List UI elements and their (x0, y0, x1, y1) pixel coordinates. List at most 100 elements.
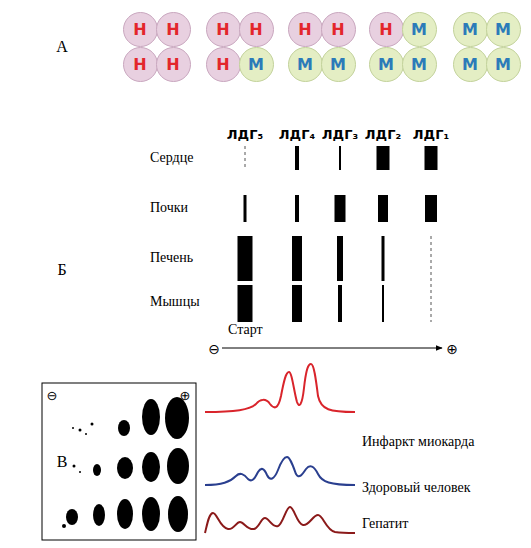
gel-bands (238, 146, 438, 322)
gel-spot (118, 420, 130, 436)
isoenzyme-header: ЛДГ₅ (227, 128, 263, 141)
gel-spot (93, 504, 105, 526)
subunit-circle (486, 12, 520, 46)
gel-spot (117, 499, 133, 529)
gel-spot (85, 433, 87, 435)
subunit-node: Н (123, 47, 158, 82)
tissue-label: Мышцы (150, 295, 200, 309)
curve-label: Гепатит (362, 517, 408, 531)
subunit-node: Н (156, 47, 191, 82)
subunit-node: Н (206, 12, 241, 47)
isoenzyme-header: ЛДГ₃ (322, 128, 358, 141)
densitogram-curve (205, 364, 355, 412)
panel-letter: В (57, 454, 68, 470)
densitogram-curve (205, 457, 355, 485)
gel-spot (165, 397, 189, 439)
densitogram-curve (205, 507, 355, 533)
gel-spot (73, 465, 76, 468)
band (295, 146, 299, 170)
band (377, 146, 390, 170)
subunit-letter: Н (206, 47, 241, 82)
band (378, 195, 388, 222)
subunit-letter: Н (123, 12, 158, 47)
subunit-circle (156, 12, 190, 46)
band (244, 195, 247, 222)
subunit-letter: М (369, 47, 404, 82)
gel-spot (93, 464, 101, 476)
subunit-node: М (239, 47, 274, 82)
subunit-circle (239, 47, 273, 81)
band (338, 285, 342, 322)
gel-spot (142, 452, 160, 482)
subunit-circle (453, 47, 487, 81)
subunit-circle (486, 47, 520, 81)
gel-spot (167, 448, 189, 484)
subunit-circle (453, 12, 487, 46)
isoenzyme-header: ЛДГ₂ (365, 128, 401, 141)
subunit-letter: М (288, 47, 323, 82)
subunit-circle (206, 47, 240, 81)
gel-spot (168, 496, 188, 532)
band (295, 195, 299, 222)
subunit-letter: М (321, 47, 356, 82)
subunit-letter: М (239, 47, 274, 82)
subunit-letter: Н (156, 47, 191, 82)
band (292, 285, 302, 322)
faint-band (245, 146, 246, 170)
subunit-letter: Н (156, 12, 191, 47)
subunit-circle (239, 12, 273, 46)
subunit-letter: Н (123, 47, 158, 82)
subunit-node: Н (239, 12, 274, 47)
band (382, 285, 384, 322)
subunit-letter: Н (239, 12, 274, 47)
subunit-circle (321, 12, 355, 46)
gel-frame (42, 383, 196, 540)
subunit-letter: М (402, 12, 437, 47)
subunit-circle (402, 12, 436, 46)
subunit-letter: Н (369, 12, 404, 47)
subunit-node: Н (369, 12, 404, 47)
subunit-node: Н (321, 12, 356, 47)
subunit-node: М (453, 12, 488, 47)
band (335, 195, 346, 222)
subunit-letter: Н (288, 12, 323, 47)
gel-spot (117, 457, 133, 479)
subunit-letter: М (402, 47, 437, 82)
gel-spot (79, 471, 81, 473)
subunit-circle (402, 47, 436, 81)
subunit-circle (288, 47, 322, 81)
band (382, 236, 385, 281)
subunit-circle (156, 47, 190, 81)
subunit-node: Н (123, 12, 158, 47)
subunit-circle (288, 12, 322, 46)
subunit-node: М (453, 47, 488, 82)
subunit-node: Н (288, 12, 323, 47)
isoenzyme-header: ЛДГ₁ (413, 128, 449, 141)
electrode-sign: ⊖ (47, 389, 58, 402)
subunit-circle (369, 47, 403, 81)
gel-spots (62, 397, 189, 532)
electrode-sign: ⊖ (208, 342, 220, 356)
tissue-label: Сердце (150, 151, 193, 165)
subunit-circle (369, 12, 403, 46)
gel-spot (79, 429, 82, 432)
subunit-letter: М (486, 47, 521, 82)
gel-spot (62, 524, 66, 528)
subunit-letter: М (453, 12, 488, 47)
subunit-node: М (402, 47, 437, 82)
gel-spot (91, 423, 94, 426)
faint-band (431, 236, 432, 322)
band (425, 195, 437, 222)
isoenzyme-header: ЛДГ₄ (279, 128, 315, 141)
subunit-circle (206, 12, 240, 46)
electrode-sign: ⊕ (180, 389, 191, 402)
subunit-circle (123, 12, 157, 46)
subunit-node: М (402, 12, 437, 47)
band (238, 236, 253, 281)
panel-letter: А (56, 39, 68, 55)
curve-label: Здоровый человек (362, 481, 471, 495)
tissue-label: Печень (150, 251, 193, 265)
subunit-node: М (486, 12, 521, 47)
